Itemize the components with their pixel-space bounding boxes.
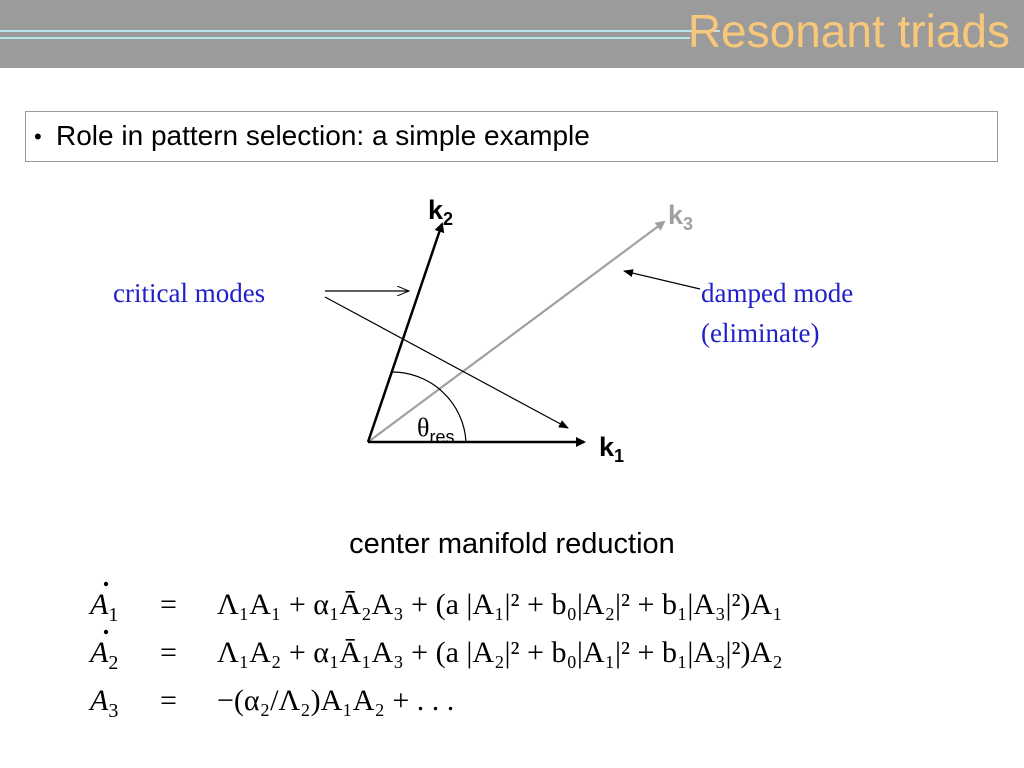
title-bar: Resonant triads — [0, 0, 1024, 68]
k3-label: k3 — [668, 200, 693, 234]
equation-3-rhs: −(α₂/Λ₂)A₁A₂ + . . . — [217, 684, 454, 717]
equation-3: A3 = −(α₂/Λ₂)A₁A₂ + . . . — [88, 684, 454, 720]
k1-label: k1 — [599, 432, 624, 466]
time-derivative-dot — [103, 629, 109, 635]
k2-label: k2 — [428, 195, 453, 229]
equation-2-rhs: Λ₁A₂ + α₁Ā₁A₃ + (a |A₂|² + b₀|A₁|² + b₁|… — [217, 636, 783, 669]
pointer-to-k3 — [623, 269, 701, 290]
svg-text:A1: A1 — [88, 588, 118, 626]
svg-text:=: = — [160, 684, 177, 717]
k3-vector — [367, 220, 666, 443]
decorative-line — [0, 30, 720, 32]
pointer-to-k1 — [324, 296, 569, 429]
bullet-text: Role in pattern selection: a simple exam… — [56, 120, 590, 151]
angle-arc — [390, 371, 467, 443]
svg-text:=: = — [160, 588, 177, 621]
bullet-marker: • — [34, 124, 42, 149]
svg-text:=: = — [160, 636, 177, 669]
equations: A1 = Λ₁A₁ + α₁Ā₂A₃ + (a |A₁|² + b₀|A₂|² … — [88, 581, 783, 720]
eliminate-label: (eliminate) — [701, 318, 819, 348]
svg-text:A3: A3 — [88, 684, 118, 720]
svg-text:A2: A2 — [88, 636, 118, 674]
k2-vector — [366, 222, 445, 443]
caption: center manifold reduction — [349, 528, 675, 560]
critical-modes-label: critical modes — [113, 278, 265, 308]
slide-title: Resonant triads — [687, 5, 1010, 57]
time-derivative-dot — [103, 581, 109, 587]
equation-2: A2 = Λ₁A₂ + α₁Ā₁A₃ + (a |A₂|² + b₀|A₁|² … — [88, 629, 783, 674]
theta-res-label: θres — [417, 413, 454, 447]
resonant-triad-diagram: k2 k3 k1 θres critical modes damped mode… — [113, 195, 853, 466]
damped-mode-label: damped mode — [701, 278, 853, 308]
decorative-line — [0, 37, 690, 39]
equation-1: A1 = Λ₁A₁ + α₁Ā₂A₃ + (a |A₁|² + b₀|A₂|² … — [88, 581, 783, 626]
equation-1-rhs: Λ₁A₁ + α₁Ā₂A₃ + (a |A₁|² + b₀|A₂|² + b₁|… — [217, 588, 783, 621]
bullet-box: • Role in pattern selection: a simple ex… — [25, 111, 998, 162]
